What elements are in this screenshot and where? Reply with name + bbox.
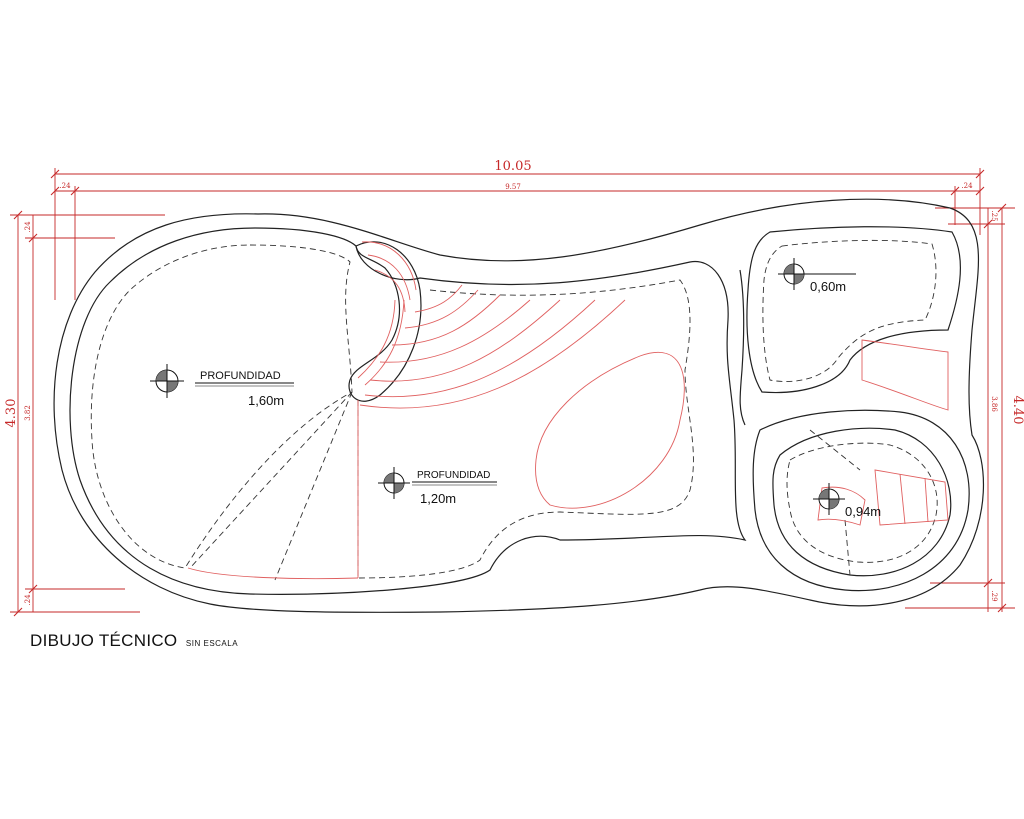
depth-marker-deep xyxy=(150,364,294,398)
depth-value-deep: 1,60m xyxy=(248,393,284,408)
dim-right-top: .25 xyxy=(990,210,998,221)
dim-overall-length: 10.05 xyxy=(494,159,531,174)
pool-inner-wall xyxy=(69,227,747,595)
dim-left-inner-height: 3.82 xyxy=(24,405,32,421)
dim-right-height: 4.40 xyxy=(1010,396,1024,425)
depth-value-shallow: 0,60m xyxy=(810,279,846,294)
depth-marker-mid xyxy=(378,467,497,499)
dim-right-margin: .24 xyxy=(961,182,973,190)
spa-inner xyxy=(772,427,952,577)
caption-subtitle: SIN ESCALA xyxy=(185,639,239,648)
depth-label-deep: PROFUNDIDAD xyxy=(200,370,281,382)
step-curve-wall xyxy=(348,241,422,402)
pool-outer-edge xyxy=(53,198,985,613)
depth-value-mid: 1,20m xyxy=(420,491,456,506)
dim-left-bottom: .24 xyxy=(24,594,32,606)
dim-right-bottom: .29 xyxy=(990,590,998,601)
dim-inner-length: 9.57 xyxy=(505,183,521,191)
connector-wall xyxy=(739,269,746,426)
shallow-shelf-wall xyxy=(746,226,961,394)
spa-outer xyxy=(752,409,970,592)
depth-marker-spa xyxy=(813,483,845,515)
dim-left-margin: .24 xyxy=(59,182,71,190)
dimension-lines xyxy=(10,168,1015,613)
dim-left-top: .24 xyxy=(24,221,32,233)
caption-title: DIBUJO TÉCNICO xyxy=(30,631,178,650)
dimension-ticks xyxy=(13,169,1007,617)
dim-right-inner-height: 3.86 xyxy=(990,396,998,412)
depth-label-mid: PROFUNDIDAD xyxy=(417,470,490,481)
depth-marker-shallow xyxy=(778,258,856,290)
entry-steps xyxy=(187,241,949,580)
depth-value-spa: 0,94m xyxy=(845,504,881,519)
drawing-caption: DIBUJO TÉCNICO SIN ESCALA xyxy=(30,631,238,651)
dim-left-height: 4.30 xyxy=(4,399,19,428)
pool-outlines xyxy=(53,198,985,613)
